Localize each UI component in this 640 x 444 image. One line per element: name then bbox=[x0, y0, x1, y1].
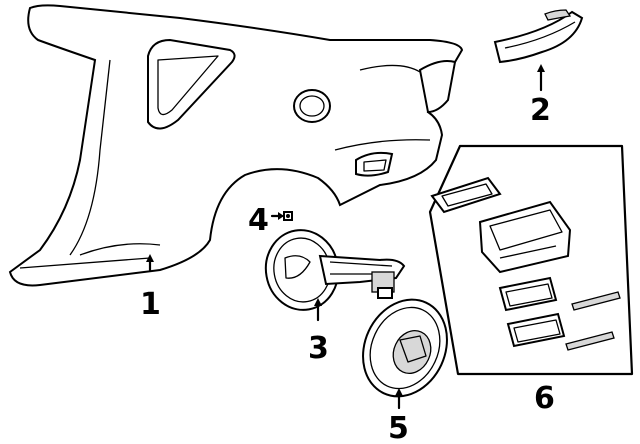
arrow-4-icon bbox=[278, 212, 284, 220]
arrow-5-icon bbox=[395, 388, 403, 396]
fuel-door bbox=[264, 229, 406, 311]
quarter-panel bbox=[8, 4, 464, 287]
lamp-kit bbox=[428, 144, 634, 376]
callout-6: 6 bbox=[534, 381, 555, 416]
arrow-1-icon bbox=[146, 254, 154, 262]
screw bbox=[283, 211, 293, 221]
callout-5: 5 bbox=[388, 411, 409, 444]
molding bbox=[493, 9, 584, 64]
callout-1: 1 bbox=[140, 287, 161, 322]
arrow-2-icon bbox=[537, 64, 545, 72]
arrow-3-icon bbox=[314, 298, 322, 306]
callout-2: 2 bbox=[530, 93, 551, 128]
callout-4: 4 bbox=[248, 203, 269, 238]
callout-3: 3 bbox=[308, 331, 329, 366]
filler-housing bbox=[362, 298, 448, 398]
